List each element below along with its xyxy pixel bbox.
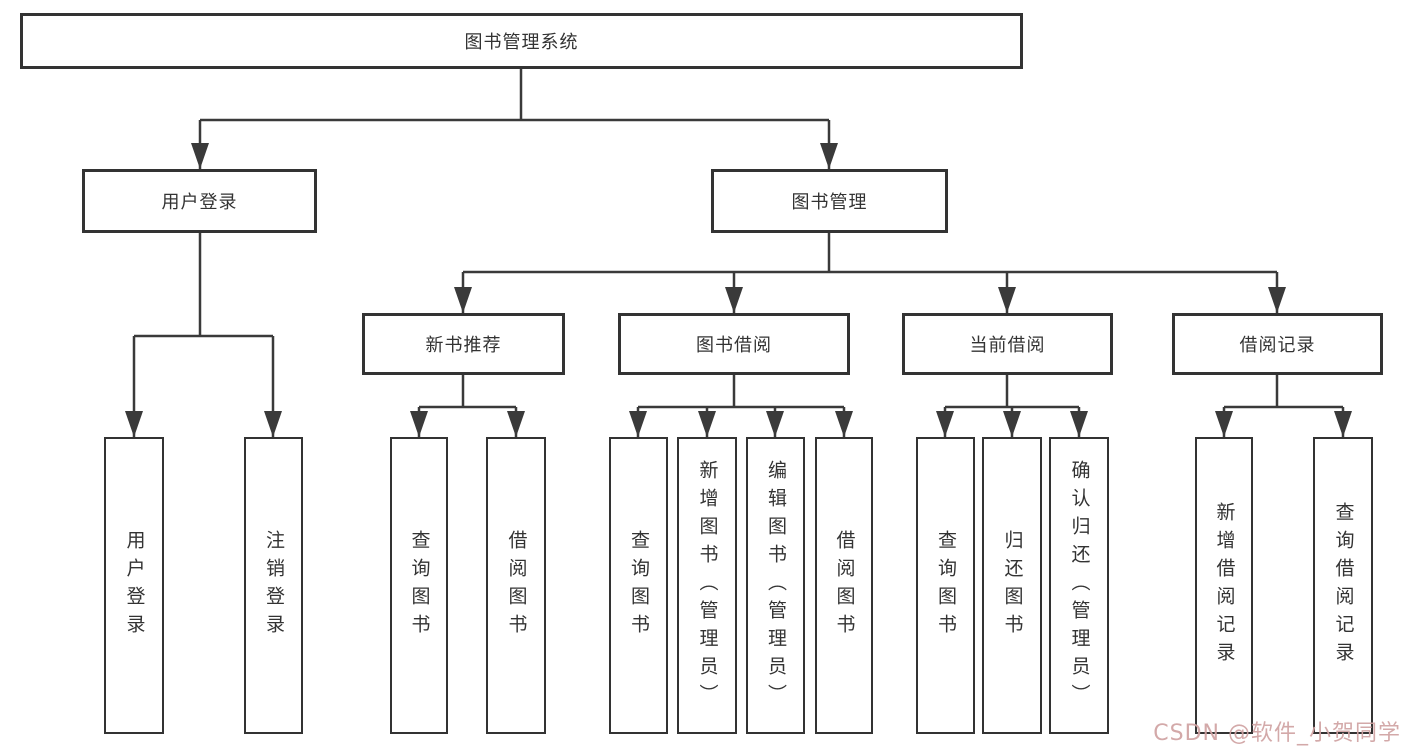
node-leaf-bb-borrow-book-label: 借阅图书 <box>833 529 856 642</box>
node-book-borrow: 图书借阅 <box>618 313 850 375</box>
node-leaf-nbr-query-book-label: 查询图书 <box>408 529 431 642</box>
node-leaf-user-login: 用户登录 <box>104 437 164 734</box>
node-user-login-group: 用户登录 <box>82 169 317 233</box>
node-leaf-cb-return-book: 归还图书 <box>982 437 1042 734</box>
node-current-borrow-label: 当前借阅 <box>969 335 1046 356</box>
node-borrow-records: 借阅记录 <box>1172 313 1383 375</box>
node-leaf-bb-add-book-admin: 新增图书（管理员） <box>677 437 737 734</box>
node-leaf-cb-query-book-label: 查询图书 <box>935 529 957 642</box>
csdn-watermark: CSDN @软件_小贺同学 <box>1153 721 1401 746</box>
node-leaf-cb-query-book: 查询图书 <box>916 437 975 734</box>
node-user-login-group-label: 用户登录 <box>161 192 238 213</box>
node-leaf-br-add-record: 新增借阅记录 <box>1195 437 1253 734</box>
node-leaf-bb-add-book-admin-label: 新增图书（管理员） <box>696 459 719 712</box>
node-borrow-records-label: 借阅记录 <box>1239 335 1316 356</box>
node-root-label: 图书管理系统 <box>464 32 579 53</box>
node-book-management-label: 图书管理 <box>791 192 868 213</box>
node-leaf-cb-confirm-return-admin-label: 确认归还（管理员） <box>1068 459 1091 712</box>
node-book-borrow-label: 图书借阅 <box>696 335 772 356</box>
node-leaf-bb-borrow-book: 借阅图书 <box>815 437 873 734</box>
node-leaf-br-query-record: 查询借阅记录 <box>1313 437 1373 734</box>
node-current-borrow: 当前借阅 <box>902 313 1113 375</box>
node-leaf-user-login-label: 用户登录 <box>123 529 146 642</box>
node-leaf-nbr-borrow-book: 借阅图书 <box>486 437 546 734</box>
node-new-book-recommend: 新书推荐 <box>362 313 565 375</box>
node-new-book-recommend-label: 新书推荐 <box>425 335 502 356</box>
node-leaf-nbr-borrow-book-label: 借阅图书 <box>505 529 528 642</box>
node-leaf-logout-label: 注销登录 <box>263 529 285 642</box>
node-leaf-bb-edit-book-admin-label: 编辑图书（管理员） <box>765 459 787 712</box>
node-leaf-bb-query-book-label: 查询图书 <box>628 529 650 642</box>
node-leaf-bb-edit-book-admin: 编辑图书（管理员） <box>746 437 805 734</box>
node-leaf-cb-return-book-label: 归还图书 <box>1001 529 1024 642</box>
node-leaf-bb-query-book: 查询图书 <box>609 437 668 734</box>
node-leaf-logout: 注销登录 <box>244 437 303 734</box>
node-book-management: 图书管理 <box>711 169 948 233</box>
node-root: 图书管理系统 <box>20 13 1023 69</box>
node-leaf-nbr-query-book: 查询图书 <box>390 437 448 734</box>
node-leaf-br-query-record-label: 查询借阅记录 <box>1332 501 1355 670</box>
node-leaf-cb-confirm-return-admin: 确认归还（管理员） <box>1049 437 1109 734</box>
node-leaf-br-add-record-label: 新增借阅记录 <box>1213 501 1236 670</box>
